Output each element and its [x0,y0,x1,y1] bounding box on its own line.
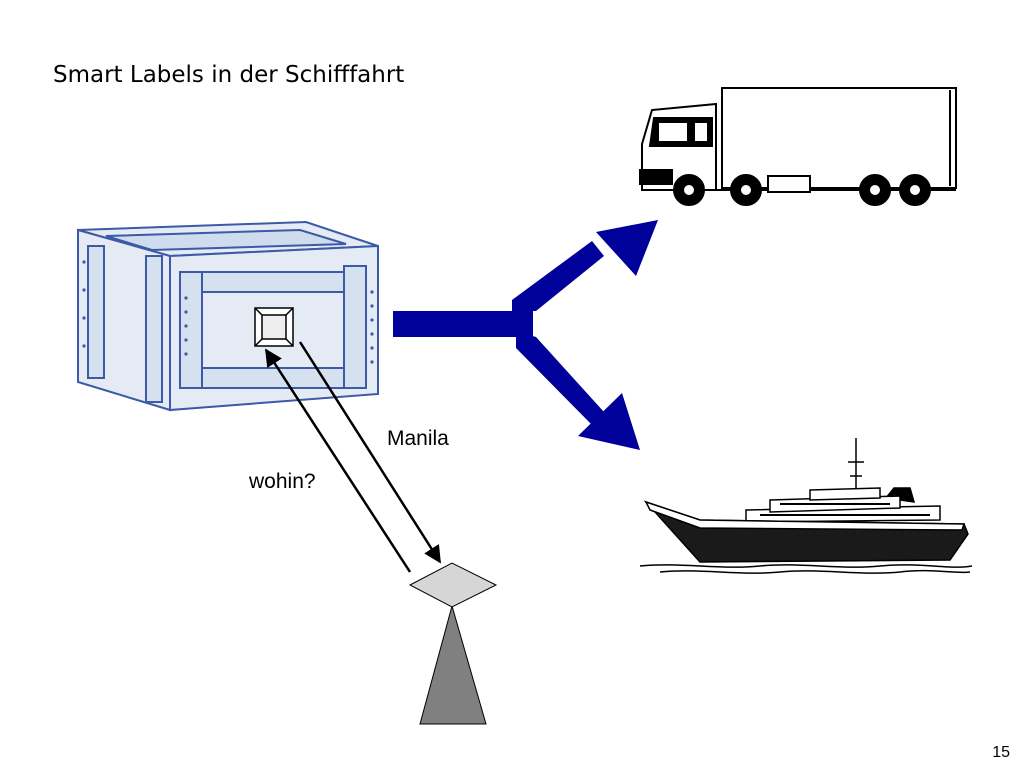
slide-title: Smart Labels in der Schifffahrt [53,62,405,88]
query-arrow [264,348,412,573]
ship-icon [639,438,973,574]
routing-arrow [393,220,658,450]
arrow-head-truck-icon [596,220,658,276]
page-number: 15 [992,744,1010,761]
truck-icon [639,87,957,206]
smart-label-icon [254,307,294,347]
query-label: wohin? [249,470,316,493]
arrow-head-ship-icon [578,393,640,450]
crate-icon [77,220,379,412]
response-arrow [298,341,442,564]
reader-antenna-icon [408,562,498,725]
response-label: Manila [387,427,449,450]
